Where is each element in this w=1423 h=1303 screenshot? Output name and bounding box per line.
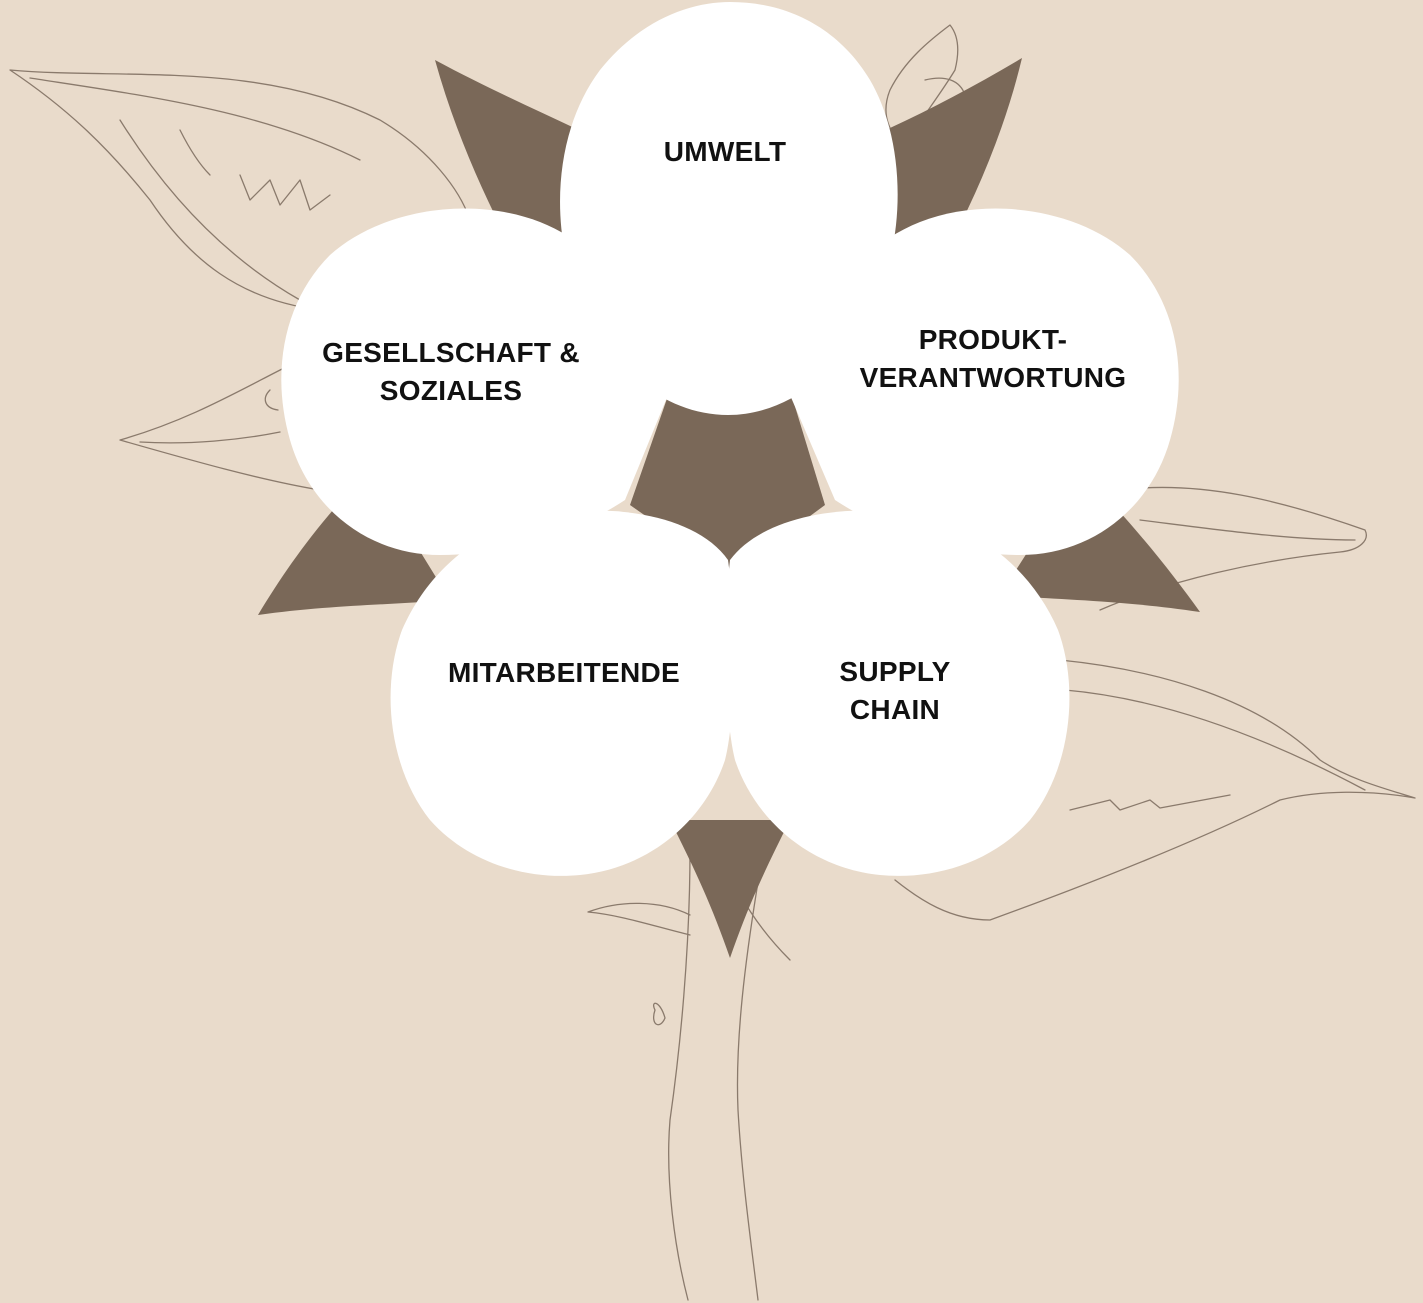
label-umwelt: UMWELT xyxy=(663,136,787,167)
label-produktverantwortung: PRODUKT- VERANTWORTUNG xyxy=(859,324,1127,393)
petal-gesellschaft[interactable] xyxy=(281,208,668,556)
label-supply-chain: SUPPLY CHAIN xyxy=(839,656,951,725)
stem-outline xyxy=(668,849,691,1301)
petals xyxy=(281,2,1179,876)
sepals xyxy=(258,58,1200,958)
stem-outline xyxy=(736,869,761,1301)
sepal xyxy=(435,60,620,300)
sepal xyxy=(840,58,1022,300)
label-gesellschaft: GESELLSCHAFT & SOZIALES xyxy=(322,337,580,406)
petal-mitarbeitende[interactable] xyxy=(390,510,735,876)
leaf-right xyxy=(1099,486,1367,611)
sepal xyxy=(670,820,790,958)
sepal xyxy=(1000,470,1200,612)
petal-produktverantwortung[interactable] xyxy=(790,208,1179,556)
label-mitarbeitende: MITARBEITENDE xyxy=(447,657,681,688)
leaf-lower-right xyxy=(894,659,1416,921)
sepal xyxy=(258,470,450,615)
petal-supply-chain[interactable] xyxy=(725,510,1070,876)
petal-umwelt[interactable] xyxy=(560,2,898,415)
